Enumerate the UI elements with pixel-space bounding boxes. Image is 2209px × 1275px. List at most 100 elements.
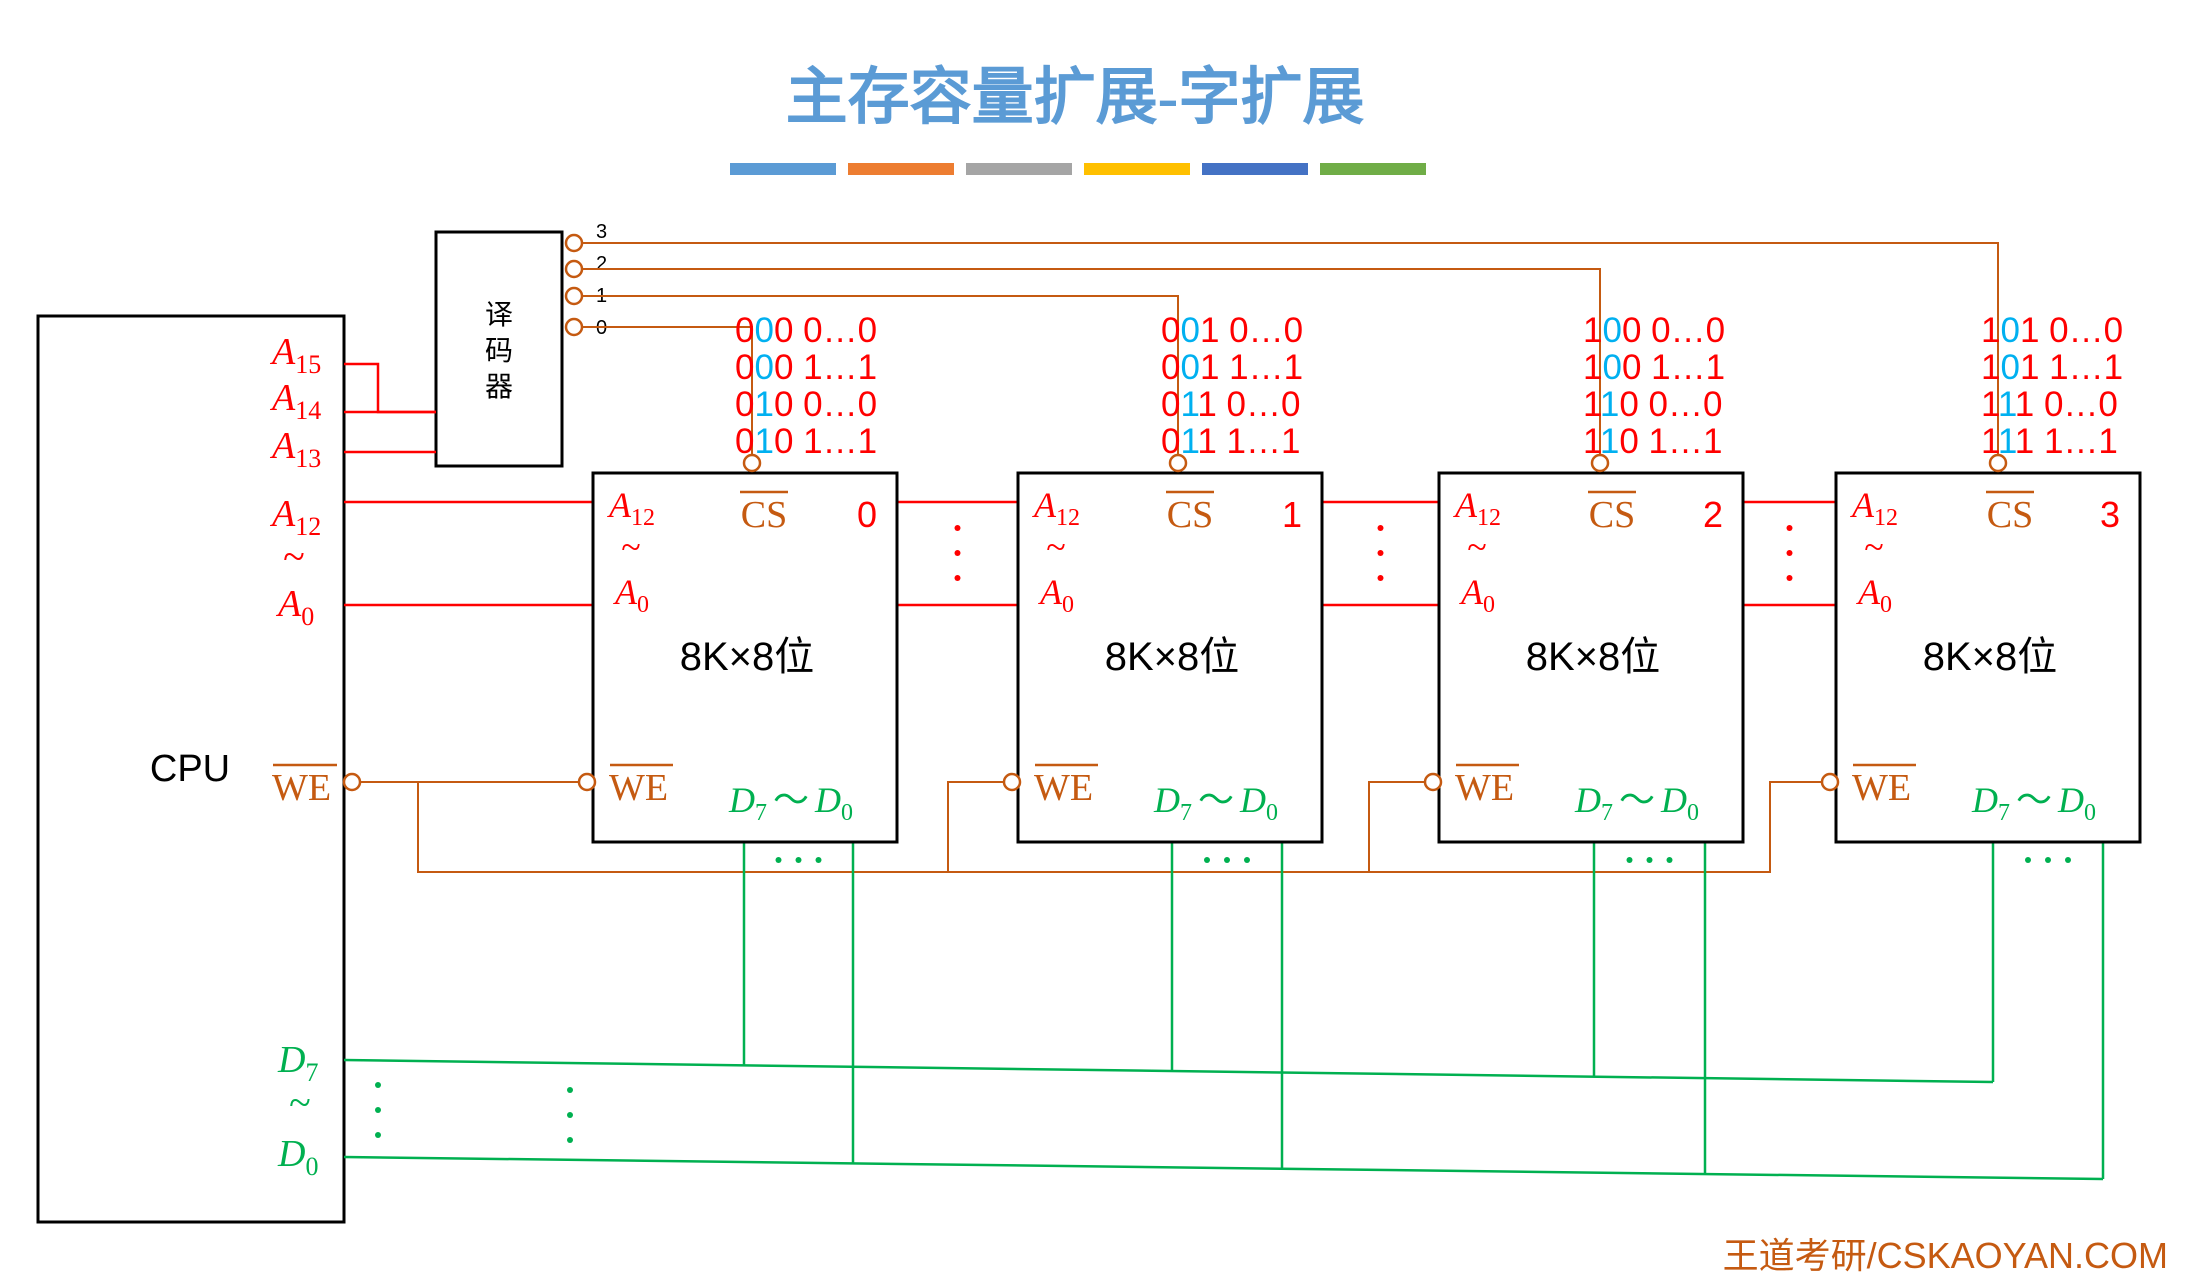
- chip-size-label: 8K×8位: [680, 635, 815, 679]
- data-pin-dot: [1626, 857, 1633, 863]
- chip-cs-label: CS: [741, 494, 787, 536]
- data-pin-dot: [1224, 857, 1230, 863]
- decoder-output-2-label: 2: [596, 253, 607, 275]
- address-bus-dot: [1786, 575, 1793, 581]
- chip-box: [1834, 471, 2142, 844]
- data-pin-dot: [775, 857, 782, 863]
- chip-address-line: 011 1…1: [1161, 422, 1300, 461]
- address-bus-dot: [1377, 525, 1384, 531]
- chip-address-line: 101 0…0: [1981, 311, 2123, 350]
- data-bus-ellipsis: [375, 1082, 573, 1143]
- chip-a-tilde: ~: [1864, 527, 1883, 567]
- title-bar-6: [1320, 163, 1426, 175]
- chip-address-line: 100 1…1: [1583, 348, 1725, 387]
- chip-a0-label: A0: [613, 572, 649, 618]
- chip-index: 2: [1703, 494, 1723, 535]
- address-bus-dot: [954, 575, 961, 581]
- cpu-pin-a0: A0: [275, 583, 314, 631]
- title-bar-4: [1084, 163, 1190, 175]
- chip-size-label: 8K×8位: [1526, 635, 1661, 679]
- address-bus-dot: [1786, 550, 1793, 556]
- chip-index: 3: [2100, 494, 2120, 535]
- chip-d-range-label: D7～D0: [1574, 780, 1699, 826]
- d0-bus: [343, 1155, 2104, 1181]
- decoder-output-3-bubble: [564, 233, 584, 253]
- title-color-bars: [730, 163, 1426, 175]
- chip-index: 0: [857, 494, 877, 535]
- cpu-pin-d0: D0: [277, 1133, 318, 1181]
- chip-size-label: 8K×8位: [1105, 635, 1240, 679]
- decoder-output-0-bubble: [564, 317, 584, 337]
- footer-watermark: 王道考研/CSKAOYAN.COM: [1723, 1235, 2168, 1275]
- chip-we-label: WE: [1852, 767, 1911, 809]
- chip-a12-label: A12: [607, 485, 655, 531]
- decoder-box: [434, 230, 564, 468]
- decoder-label-char-2: 码: [485, 335, 513, 366]
- data-pin-dot: [2065, 857, 2071, 863]
- page-title: 主存容量扩展-字扩展: [786, 63, 1365, 132]
- cs-bubble: [742, 453, 762, 473]
- decoder-label-char-3: 器: [485, 371, 513, 402]
- chip-size-label: 8K×8位: [1923, 635, 2058, 679]
- cpu-pin-a13: A13: [269, 425, 321, 473]
- decoder-output-3-label: 3: [596, 221, 607, 243]
- address-bus-dot: [1377, 550, 1384, 556]
- we-bubble: [1820, 772, 1840, 792]
- chip-address-line: 010 0…0: [735, 385, 877, 424]
- chip-we-label: WE: [1034, 767, 1093, 809]
- chip-address-line: 000 1…1: [735, 348, 877, 387]
- chip-d-range-label: D7～D0: [1971, 780, 2096, 826]
- svg-text:A13: A13: [269, 425, 321, 473]
- chip-d-range-label: D7～D0: [728, 780, 853, 826]
- chip-a-tilde: ~: [1046, 527, 1065, 567]
- chip-address-line: 101 1…1: [1981, 348, 2123, 387]
- chip-a12-label: A12: [1032, 485, 1080, 531]
- chip-address-line: 010 1…1: [735, 422, 877, 461]
- cpu-box: [36, 314, 346, 1224]
- chip-address-line: 110 1…1: [1583, 422, 1722, 461]
- we-bubble: [1002, 772, 1022, 792]
- data-pin-dot: [2025, 857, 2031, 863]
- cpu-label: CPU: [150, 748, 230, 790]
- cs-wire-2: [582, 268, 1601, 463]
- chip-cs-label: CS: [1589, 494, 1635, 536]
- cpu-pin-a12: A12: [269, 493, 321, 541]
- chip-box: [1437, 471, 1745, 844]
- chip-address-line: 100 0…0: [1583, 311, 1725, 350]
- title-bar-5: [1202, 163, 1308, 175]
- decoder-input-wires: [344, 362, 436, 454]
- chip-a-tilde: ~: [621, 527, 640, 567]
- chip-address-line: 111 0…0: [1981, 385, 2118, 424]
- cs-bubble: [1988, 453, 2008, 473]
- cs-wire-0: [582, 326, 753, 463]
- svg-text:D7: D7: [277, 1039, 318, 1087]
- chip-address-line: 111 1…1: [1981, 422, 2118, 461]
- decoder-label-char-1: 译: [485, 299, 513, 330]
- cpu-pin-we: WE: [272, 767, 331, 809]
- chip-box: [1016, 471, 1324, 844]
- cs-bubble: [1590, 453, 1610, 473]
- chip-address-line: 001 0…0: [1161, 311, 1303, 350]
- data-pin-dot: [2045, 857, 2051, 863]
- chip-box: [591, 471, 899, 844]
- cs-bubble: [1168, 453, 1188, 473]
- chip-a12-label: A12: [1850, 485, 1898, 531]
- address-bus-dot: [954, 525, 961, 531]
- cpu-pin-d-tilde: ~: [289, 1080, 311, 1125]
- chip-we-label: WE: [1455, 767, 1514, 809]
- chip-a0-label: A0: [1038, 572, 1074, 618]
- address-bus-dot: [1377, 575, 1384, 581]
- decoder-output-1-bubble: [564, 286, 584, 306]
- data-pin-dot: [1666, 857, 1673, 863]
- address-bus-dot: [1786, 525, 1793, 531]
- we-bubble: [577, 772, 597, 792]
- chip-cs-label: CS: [1167, 494, 1213, 536]
- we-wire-1: [947, 781, 1004, 872]
- data-pin-dot: [1646, 857, 1653, 863]
- chip-address-line: 001 1…1: [1161, 348, 1303, 387]
- chip-address-line: 000 0…0: [735, 311, 877, 350]
- data-pin-dot: [1204, 857, 1210, 863]
